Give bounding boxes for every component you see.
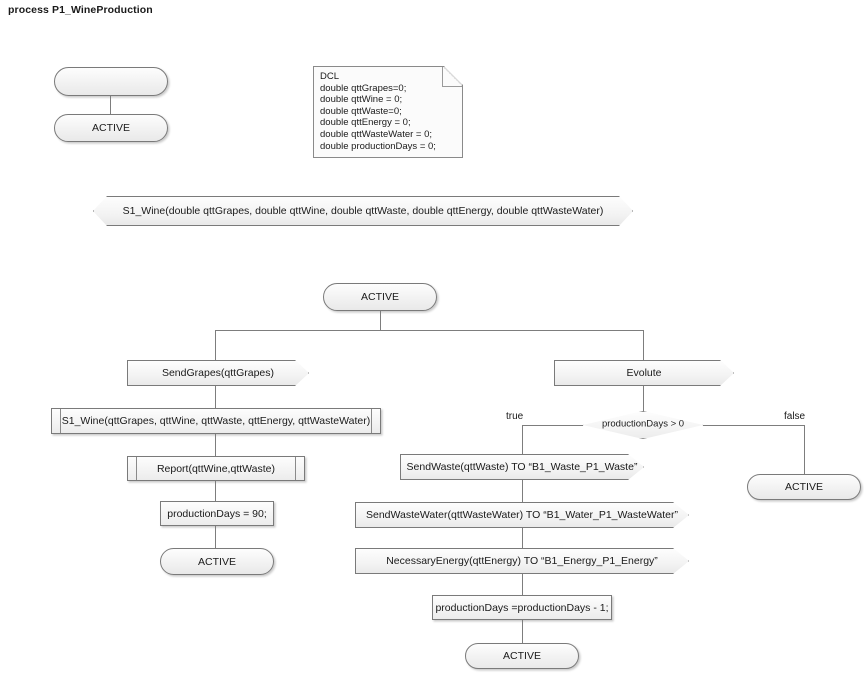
state-active-false-end-label: ACTIVE: [785, 480, 823, 493]
input-evolute-label: Evolute: [626, 366, 662, 379]
task-production-days-90-label: productionDays = 90;: [167, 507, 267, 520]
output-send-waste-water[interactable]: SendWasteWater(qttWasteWater) TO “B1_Wat…: [355, 502, 689, 528]
dcl-declaration-text: DCL double qttGrapes=0; double qttWine =…: [320, 71, 436, 152]
dcl-declaration-note[interactable]: DCL double qttGrapes=0; double qttWine =…: [313, 66, 463, 158]
task-production-days-90[interactable]: productionDays = 90;: [160, 501, 274, 526]
output-necessary-energy[interactable]: NecessaryEnergy(qttEnergy) TO “B1_Energy…: [355, 548, 689, 574]
connector-fork-right-down: [643, 330, 644, 360]
procedure-call-report[interactable]: Report(qttWine,qttWaste): [127, 456, 305, 481]
input-evolute[interactable]: Evolute: [554, 360, 734, 386]
state-active-main[interactable]: ACTIVE: [323, 283, 437, 311]
procedure-call-report-label: Report(qttWine,qttWaste): [156, 462, 276, 475]
connector-start-to-active: [110, 96, 111, 114]
state-active-true-end[interactable]: ACTIVE: [465, 643, 579, 669]
connector-out1-to-out2: [522, 480, 523, 502]
signal-declaration-s1-wine[interactable]: S1_Wine(double qttGrapes, double qttWine…: [93, 196, 633, 226]
state-active-initial-label: ACTIVE: [92, 121, 130, 134]
procedure-call-s1-wine-label: S1_Wine(qttGrapes, qttWine, qttWaste, qt…: [61, 414, 371, 427]
diagram-title: process P1_WineProduction: [8, 4, 153, 16]
connector-sendgrapes-to-proc1: [215, 386, 216, 408]
connector-main-down: [380, 311, 381, 331]
task-decrement-production-days[interactable]: productionDays =productionDays - 1;: [432, 595, 612, 620]
output-send-waste-label: SendWaste(qttWaste) TO “B1_Waste_P1_Wast…: [406, 460, 638, 473]
connector-fork-left-down: [215, 330, 216, 360]
decision-production-days-label: productionDays > 0: [601, 418, 685, 430]
decision-production-days[interactable]: productionDays > 0: [583, 411, 703, 439]
state-active-left-end-label: ACTIVE: [198, 555, 236, 568]
output-necessary-energy-label: NecessaryEnergy(qttEnergy) TO “B1_Energy…: [386, 554, 658, 567]
state-active-main-label: ACTIVE: [361, 290, 399, 303]
connector-task-to-endstate-right: [522, 620, 523, 643]
branch-label-false: false: [784, 411, 806, 422]
connector-true-down: [522, 425, 523, 454]
signal-declaration-label: S1_Wine(double qttGrapes, double qttWine…: [122, 204, 604, 217]
task-decrement-production-days-label: productionDays =productionDays - 1;: [435, 601, 609, 614]
input-send-grapes[interactable]: SendGrapes(qttGrapes): [127, 360, 309, 386]
connector-false-down: [804, 425, 805, 474]
start-state-shape[interactable]: [54, 67, 168, 96]
connector-fork-horizontal: [215, 330, 644, 331]
connector-false-horizontal: [703, 425, 804, 426]
output-send-waste-water-label: SendWasteWater(qttWasteWater) TO “B1_Wat…: [366, 508, 678, 521]
branch-label-true: true: [506, 411, 524, 422]
connector-proc1-to-proc2: [215, 434, 216, 456]
connector-task-to-endstate-left: [215, 526, 216, 548]
output-send-waste[interactable]: SendWaste(qttWaste) TO “B1_Waste_P1_Wast…: [400, 454, 644, 480]
connector-out3-to-task: [522, 574, 523, 595]
procedure-call-s1-wine[interactable]: S1_Wine(qttGrapes, qttWine, qttWaste, qt…: [51, 408, 381, 434]
input-send-grapes-label: SendGrapes(qttGrapes): [161, 366, 275, 379]
state-active-false-end[interactable]: ACTIVE: [747, 474, 861, 500]
connector-true-horizontal: [522, 425, 583, 426]
state-active-initial[interactable]: ACTIVE: [54, 114, 168, 142]
state-active-left-end[interactable]: ACTIVE: [160, 548, 274, 575]
connector-out2-to-out3: [522, 528, 523, 548]
state-active-true-end-label: ACTIVE: [503, 649, 541, 662]
connector-proc2-to-task: [215, 481, 216, 501]
connector-evolute-to-decision: [643, 386, 644, 412]
